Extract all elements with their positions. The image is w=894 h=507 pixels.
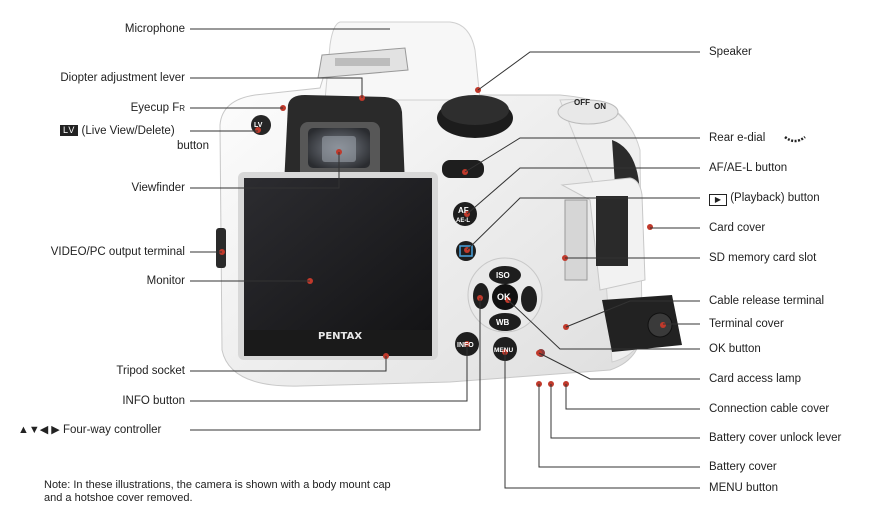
switch-on-label: ON [594, 102, 606, 111]
four-way-arrows-icon: ▲▼◀ ▶ [18, 424, 60, 436]
wb-button-icon [489, 313, 521, 331]
playback-symbol [459, 245, 473, 257]
info-button-label: INFO button [122, 395, 185, 407]
four-way-label: ▲▼◀ ▶ Four-way controller [18, 423, 161, 437]
lv-key-label: LV [254, 122, 263, 129]
camera-brand-label: PENTAX [318, 331, 363, 342]
microphone-label: Microphone [124, 23, 185, 35]
eyecup-label-text: Eyecup F [130, 102, 180, 114]
eyecup-label: Eyecup FR [131, 101, 185, 116]
four-way-label-text: Four-way controller [62, 424, 162, 436]
connection-cover-label: Connection cable cover [709, 403, 830, 415]
cable-release-label: Cable release terminal [709, 295, 825, 307]
ok-label: OK [497, 292, 511, 302]
card-lamp-label: Card access lamp [709, 373, 802, 385]
playback-label-icon: ▶ [709, 194, 727, 206]
battery-cover-label: Battery cover [709, 461, 777, 473]
switch-off-label: OFF [574, 98, 590, 107]
playback-label: ▶ (Playback) button [709, 191, 820, 206]
drive-button-icon [521, 286, 537, 312]
hotshoe-rail [335, 58, 390, 66]
eyecup-label-suffix: R [179, 104, 185, 113]
sd-slot-label: SD memory card slot [709, 252, 817, 264]
diopter-label: Diopter adjustment lever [60, 72, 185, 84]
rear-e-dial-label: Rear e-dial [709, 132, 766, 144]
battery-unlock-label: Battery cover unlock lever [709, 432, 842, 444]
info-key-label: INFO [457, 342, 474, 349]
ael-key-label: AE-L [456, 218, 470, 224]
wb-label: WB [496, 318, 510, 327]
leader-lines [190, 28, 700, 489]
sd-slot-icon [564, 199, 588, 281]
terminal-cover-label: Terminal cover [709, 318, 784, 330]
footnote: Note: In these illustrations, the camera… [44, 479, 391, 504]
card-cover-label: Card cover [709, 222, 766, 234]
tripod-socket-label: Tripod socket [116, 365, 185, 377]
lv-label: LV (Live View/Delete) button [60, 124, 209, 154]
playback-label-text: (Playback) button [730, 192, 820, 204]
video-terminal-icon [216, 228, 226, 268]
terminal-cover-icon [602, 295, 682, 352]
menu-key-label: MENU [494, 347, 514, 354]
monitor-icon [244, 178, 432, 330]
rear-e-dial-icon [442, 160, 484, 178]
rear-e-dial-symbol [784, 135, 806, 143]
viewfinder-label: Viewfinder [131, 182, 186, 194]
power-switch-icon [557, 99, 619, 125]
iso-button-icon [489, 266, 521, 284]
monitor-bezel [244, 330, 432, 356]
monitor-label: Monitor [146, 275, 185, 287]
af-key-label: AF [458, 206, 469, 215]
ok-button-label: OK button [709, 343, 761, 355]
iso-label: ISO [496, 271, 510, 280]
lv-badge: LV [60, 125, 79, 136]
speaker-label: Speaker [709, 46, 752, 58]
lv-label-text: (Live View/Delete) [81, 125, 175, 137]
mode-dial-top [441, 95, 509, 125]
menu-button-label: MENU button [709, 482, 779, 494]
af-ael-label: AF/AE-L button [709, 162, 788, 174]
lv-label-text2: button [177, 140, 209, 152]
video-terminal-label: VIDEO/PC output terminal [50, 246, 185, 258]
card-cover-inner [596, 196, 628, 266]
